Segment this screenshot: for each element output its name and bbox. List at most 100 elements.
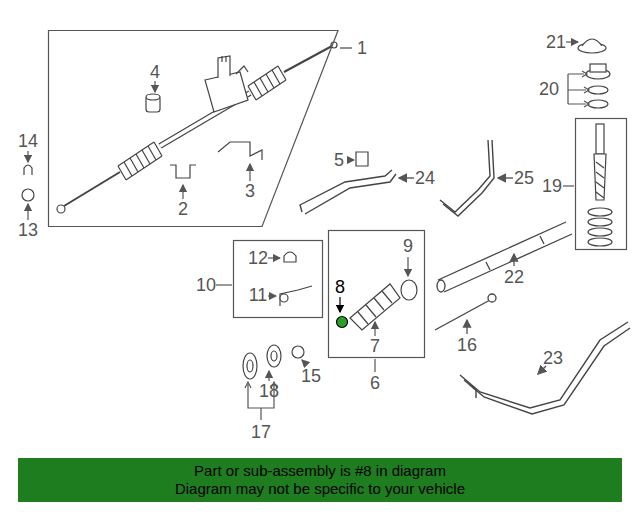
pinion-parts-part [588, 100, 608, 108]
pinion-parts-part [596, 124, 604, 154]
small-parts-part [347, 159, 354, 160]
tie-rod-end-kit-part [280, 286, 312, 306]
pinion-parts-part [588, 228, 612, 236]
callout-number: 8 [335, 277, 345, 297]
callout-number: 15 [301, 366, 321, 386]
pinion-parts [566, 39, 612, 246]
pressure-hose-part [464, 328, 630, 414]
tie-rod-end-kit-part [268, 257, 280, 258]
pinion-parts-part [582, 39, 602, 46]
hydraulic-lines [300, 140, 513, 216]
assembly-leaders-part [563, 185, 574, 186]
hydraulic-lines-part [399, 177, 414, 178]
callout-number: 4 [150, 62, 160, 82]
frame-outline [233, 240, 323, 318]
callout-number: 10 [196, 275, 216, 295]
small-parts-part [22, 189, 34, 201]
callout-number: 20 [539, 79, 559, 99]
boot-kit-part [339, 297, 340, 312]
pinion-parts-part [582, 71, 589, 107]
rack-bushing [146, 81, 160, 112]
rack-bracket-part [249, 164, 250, 181]
mount-bushings-part [292, 346, 304, 358]
pinion-parts-part [588, 86, 608, 94]
callout-number: 7 [370, 336, 380, 356]
steering-rack-part [284, 46, 332, 72]
callout-number: 25 [514, 168, 534, 188]
steering-rack-part [218, 56, 230, 78]
small-parts-part [356, 152, 368, 166]
assembly-frame: 19 [575, 118, 627, 250]
small-parts-part [24, 165, 32, 175]
steering-rack-part [118, 142, 162, 180]
pressure-hose-part [470, 385, 476, 398]
boot-kit-part [407, 257, 408, 276]
mount-bushings-part [247, 360, 253, 372]
assembly-frame: 1 [48, 30, 340, 227]
steering-rack-part [118, 142, 162, 180]
notice-text: Part or sub-assembly is #8 in diagram [194, 462, 446, 480]
pressure-hose [460, 322, 630, 414]
rack-tube-and-rod-part [466, 320, 467, 334]
rack-bushing-part [146, 94, 160, 100]
hydraulic-lines-part [498, 177, 513, 178]
mount-bushings [243, 345, 307, 420]
rack-bracket-part [170, 165, 196, 178]
rack-tube-and-rod-part [435, 300, 490, 330]
rack-tube-and-rod-part [437, 280, 445, 292]
assembly-leaders [216, 186, 574, 372]
steering-rack-part [222, 56, 226, 62]
notice-banner: Part or sub-assembly is #8 in diagramDia… [18, 458, 622, 502]
assembly-leaders-part [216, 284, 232, 285]
callout-number: 3 [245, 181, 255, 201]
callout-number: 12 [248, 248, 268, 268]
small-parts-part [27, 151, 28, 162]
callout-number: 17 [251, 422, 271, 442]
callout-number: 14 [18, 131, 38, 151]
callout-number: 18 [259, 381, 279, 401]
steering-rack-part [248, 66, 286, 100]
callout-number: 6 [370, 373, 380, 393]
mount-bushings-part [243, 353, 257, 379]
pinion-parts-part [588, 208, 612, 216]
mount-bushings-part [267, 345, 281, 367]
frame-outline [48, 30, 340, 227]
callout-number: 21 [546, 32, 566, 52]
mount-bushings-part [268, 371, 269, 381]
callout-number: 2 [178, 199, 188, 219]
frame-outline [575, 118, 627, 250]
steering-rack-part [64, 172, 120, 206]
rack-tube-and-rod-part [513, 254, 514, 266]
rack-tube-and-rod-part [438, 222, 572, 292]
callout-number: 1 [357, 38, 367, 58]
rack-bushing-part [154, 81, 155, 92]
rack-tube-and-rod [435, 222, 572, 334]
pinion-parts-part [590, 64, 606, 72]
steering-rack-part [340, 47, 352, 48]
notice-text: Diagram may not be specific to your vehi… [175, 480, 465, 498]
steering-rack-part [57, 205, 65, 213]
callout-number: 19 [542, 176, 562, 196]
hydraulic-lines-part [440, 140, 490, 212]
steering-rack-part [205, 72, 248, 112]
callout-number: 11 [249, 285, 268, 305]
mount-bushings-part [302, 360, 307, 365]
steering-rack [57, 42, 352, 213]
tie-rod-end-kit-part [284, 252, 296, 262]
assembly-leaders-part [374, 359, 375, 372]
hydraulic-lines-part [443, 140, 494, 216]
pressure-hose-part [460, 322, 628, 408]
tie-rod-end-kit [268, 252, 312, 306]
assembly-frame: 10 [233, 240, 323, 318]
callout-number: 24 [415, 168, 435, 188]
tie-rod-end-kit-part [268, 295, 276, 296]
pinion-parts-part [568, 74, 586, 104]
small-parts-part [27, 204, 28, 220]
mount-bushings-part [271, 351, 277, 361]
pinion-parts-part [566, 41, 578, 42]
callout-number: 13 [18, 220, 38, 240]
small-parts [22, 151, 368, 220]
rack-bracket-part [182, 185, 183, 199]
boot-kit [337, 257, 418, 336]
